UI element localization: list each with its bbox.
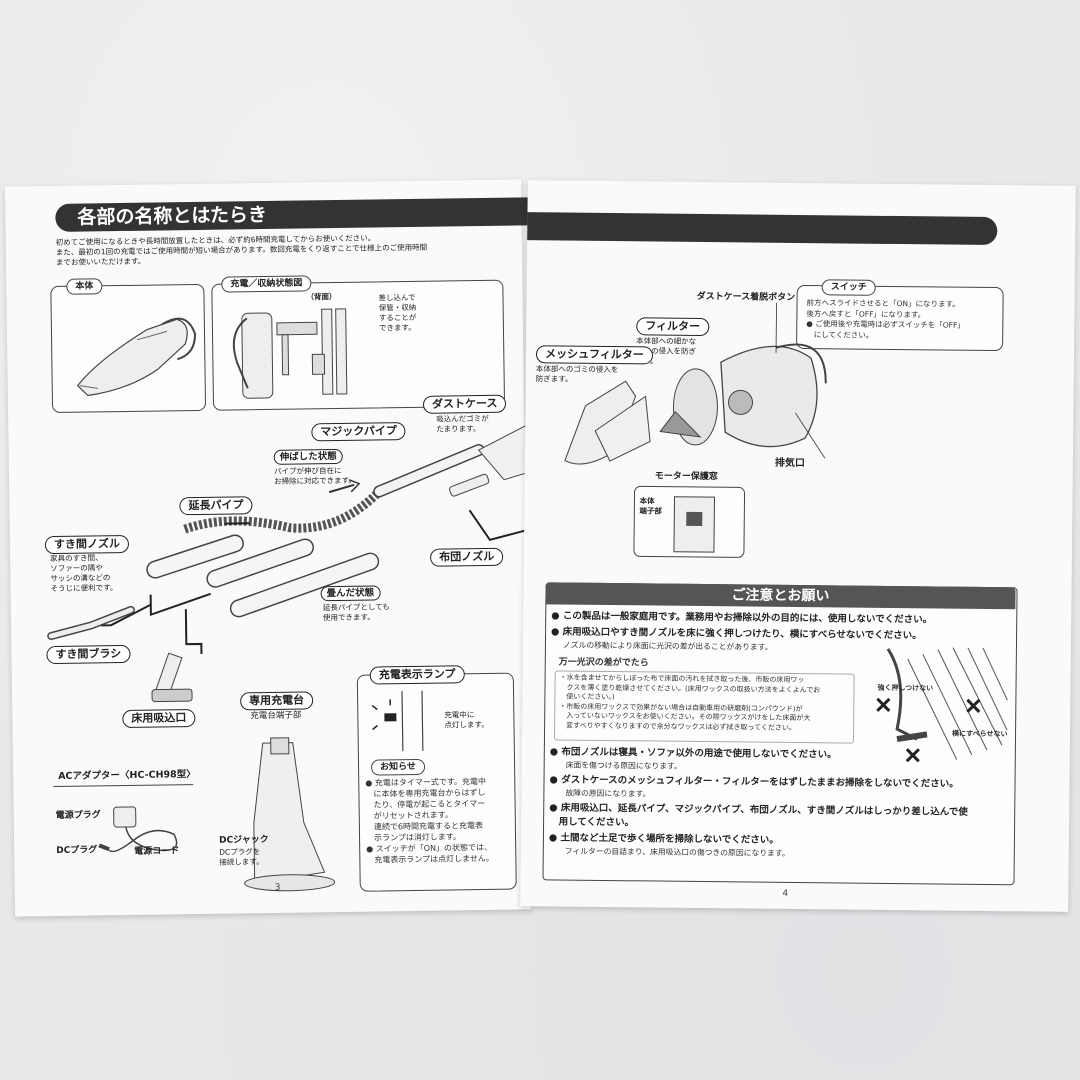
pipe-illustrations <box>47 418 540 892</box>
caution-title: ご注意とお願い <box>731 587 830 605</box>
crevice-nozzle-label: すき間ノズル <box>44 534 130 555</box>
caution-6: ● 土間など土足で歩く場所を掃除しないでください。 <box>548 832 779 846</box>
lamp-illustration <box>371 690 424 752</box>
crevice-text: 家具のすき間、 ソファーの隅や サッシの溝などの そうじに便利です。 <box>50 553 118 594</box>
adapter-label: ACアダプター〈HC-CH98型〉 <box>58 769 196 782</box>
motor-window-label: モーター保護窓 <box>654 471 718 483</box>
manual-page-right: ダストケース着脱ボタン スイッチ 前方へスライドさせると「ON」になります。 後… <box>520 180 1076 912</box>
futon-nozzle-label: 布団ノズル <box>430 547 504 567</box>
caution-3-sub: 床面を傷つける原因になります。 <box>565 760 682 771</box>
gloss-box: ・水を含ませてからしぼった布で床面の汚れを拭き取った後、市販の床用ワッ クスを薄… <box>553 670 855 744</box>
stand-label: 専用充電台 <box>240 691 314 711</box>
slide-label: 横にすべらせない <box>952 729 1008 739</box>
notice-tab: お知らせ <box>370 758 426 776</box>
lamp-text: 充電中に 点灯します。 <box>444 710 489 730</box>
gloss-heading: 万一光沢の差がでたら <box>558 657 649 669</box>
ext-pipe-label: 延長パイプ <box>179 496 253 516</box>
page-number-right: 4 <box>782 888 789 899</box>
dc-plug-label: DCプラグ <box>56 845 98 856</box>
vacuum-exploded-illustration <box>564 302 827 558</box>
notice-text: ● 充電はタイマー式です。充電中 に本体を専用充電台からはずし たり、停電が起こ… <box>365 776 494 865</box>
exhaust-label: 排気口 <box>774 457 805 470</box>
power-cord-label: 電源コード <box>134 846 180 857</box>
floor-caution-illustration <box>876 647 1008 763</box>
dc-jack-label: DCジャック <box>219 835 269 846</box>
folded-text: 延長パイプとしても 使用できます。 <box>322 602 390 623</box>
power-plug-label: 電源プラグ <box>55 810 101 821</box>
crevice-brush-label: すき間ブラシ <box>46 644 131 665</box>
dc-jack-text: DCプラグを 接続します。 <box>219 847 264 867</box>
stand-terminal-label: 充電台端子部 <box>250 710 302 722</box>
page-number-left: 3 <box>274 882 281 893</box>
storage-illustration <box>232 312 318 399</box>
caution-5-cont: 用してください。 <box>549 816 635 829</box>
folded-label: 畳んだ状態 <box>320 585 381 602</box>
storage-back-illustration <box>311 308 348 395</box>
manual-page-left: 各部の名称とはたらき 初めてご使用になるときや長時間放置したときは、必ず約6時間… <box>4 179 576 917</box>
press-label: 強く押しつけない <box>877 683 934 693</box>
caution-4-sub: 故障の原因になります。 <box>565 788 651 799</box>
handheld-vacuum-illustration <box>76 317 197 397</box>
terminal-label: 本体 端子部 <box>639 496 662 516</box>
floor-nozzle-label: 床用吸込口 <box>122 709 196 729</box>
lamp-label: 充電表示ランプ <box>369 665 465 685</box>
